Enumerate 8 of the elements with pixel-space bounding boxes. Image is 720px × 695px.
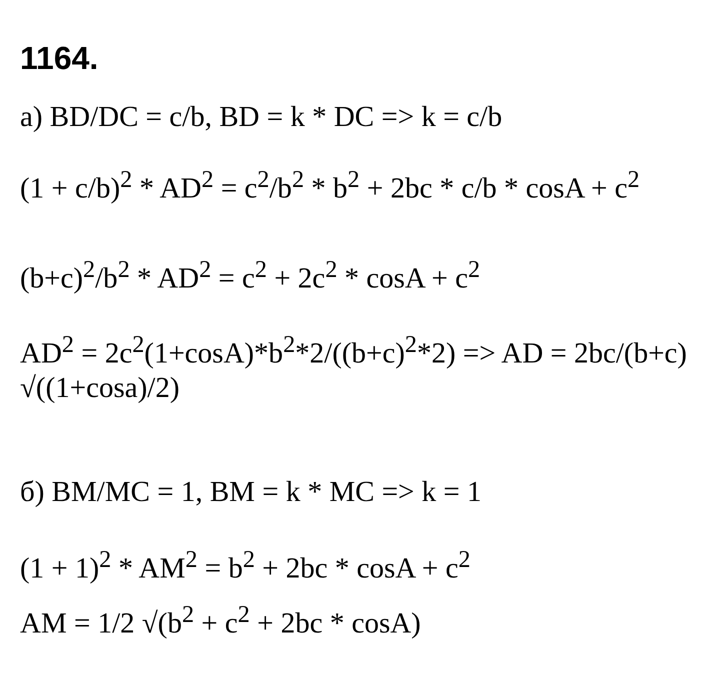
formula-line: AM = 1/2 √(b$^{2}$ + c$^{2}$ + 2bc * cosA)	[20, 600, 422, 642]
problem-number: 1164.	[20, 40, 98, 77]
formula-line: а) BD/DC = c/b, BD = k * DC => k = c/b	[20, 100, 504, 135]
formula-line: б) BM/MC = 1, BM = k * MC => k = 1	[20, 475, 483, 510]
formula-line: AD$^{2}$ = 2c$^{2}$(1+cosA)*b$^{2}$*2/((b+c)$^{2}$*2) => AD = 2bc/(b+c) √((1+cosa)/2)	[20, 330, 688, 406]
formula-line: (b+c)$^{2}$/b$^{2}$ * AD$^{2}$ = c$^{2}$ + 2c$^{2}$ * cosA + c$^{2}$	[20, 255, 482, 296]
formula-line: (1 + 1)$^{2}$ * AM$^{2}$ = b$^{2}$ + 2bc * cosA + c$^{2}$	[20, 545, 472, 586]
formula-line: (1 + c/b)$^{2}$ * AD$^{2}$ = c$^{2}$/b$^{2}$ * b$^{2}$ + 2bc * c/b * cosA + c$^{2}$	[20, 165, 641, 206]
